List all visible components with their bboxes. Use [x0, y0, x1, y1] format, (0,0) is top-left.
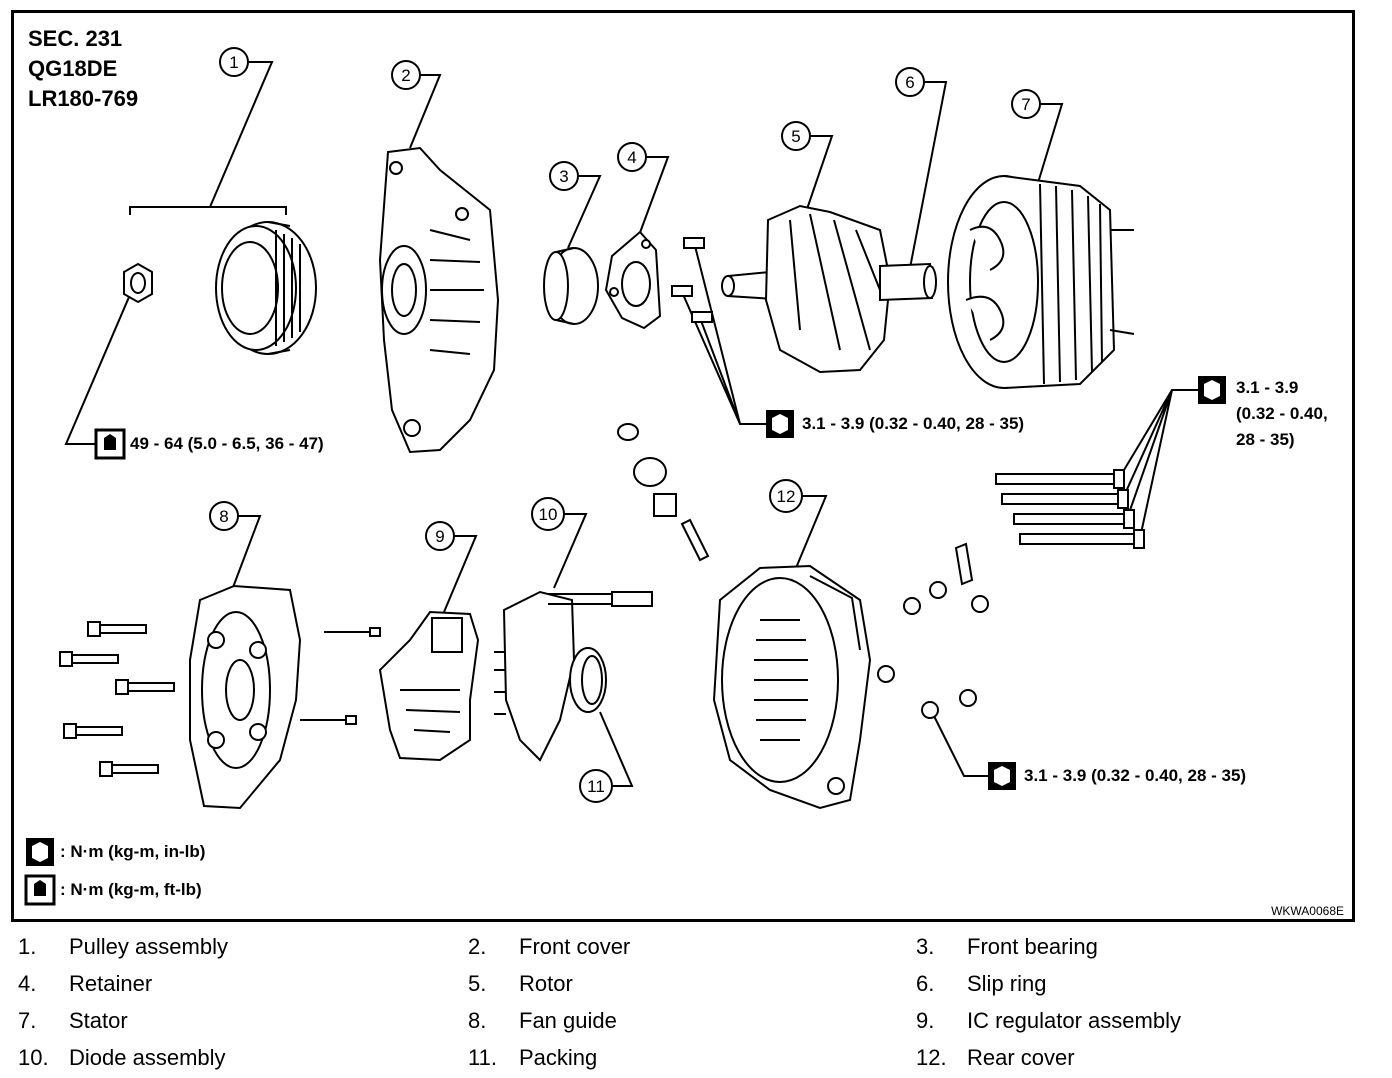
callout-label-12: 12: [777, 487, 796, 506]
brush-parts: [617, 423, 710, 562]
callout-12: [769, 479, 803, 513]
callout-label-6: 6: [905, 73, 914, 92]
leader-bolts-torque: [1117, 389, 1198, 539]
fan-guide: [189, 584, 302, 810]
regulator-rivets: [300, 627, 381, 725]
torque-icon-bolts: [1198, 376, 1226, 404]
torque-icon-screws: [766, 410, 794, 438]
legend-in-lb: : N·m (kg-m, in-lb): [60, 842, 206, 861]
torque-bolts-line1: 3.1 - 3.9: [1236, 378, 1299, 397]
torque-screws: 3.1 - 3.9 (0.32 - 0.40, 28 - 35): [802, 414, 1025, 433]
leader-6: [909, 81, 948, 269]
leader-nut-torque: [64, 289, 133, 445]
callout-7: [1011, 89, 1041, 119]
torque-icon-rear-nuts: [988, 762, 1016, 790]
torque-icon-nut: [94, 428, 126, 460]
callout-10: [531, 497, 565, 531]
callout-label-9: 9: [435, 527, 444, 546]
callout-label-10: 10: [539, 505, 558, 524]
retainer-screws: [671, 237, 713, 323]
pulley-assembly: [215, 221, 317, 355]
leader-4: [637, 156, 670, 239]
rotor: [721, 204, 937, 374]
callout-label-4: 4: [627, 148, 636, 167]
callout-6: [895, 67, 925, 97]
front-bearing: [543, 247, 599, 325]
alternator-model: LR180-769: [28, 86, 139, 111]
diode-assembly: [494, 590, 653, 762]
torque-rear-nuts: 3.1 - 3.9 (0.32 - 0.40, 28 - 35): [1024, 766, 1247, 785]
leader-7: [1033, 103, 1064, 197]
leader-9: [443, 535, 478, 613]
leader-10: [553, 513, 588, 589]
callout-9: [425, 521, 455, 551]
leader-rear-torque: [931, 711, 988, 777]
ic-regulator-assembly: [378, 610, 480, 762]
stator: [947, 175, 1135, 389]
callout-11: [579, 769, 613, 803]
section-number: SEC. 231: [28, 26, 123, 51]
leader-screws-torque: [681, 241, 766, 425]
callout-3: [549, 161, 579, 191]
torque-icon-in-lb-legend: [26, 838, 54, 866]
front-cover: [378, 146, 500, 454]
rear-cover-nuts: [877, 542, 989, 719]
callout-label-11: 11: [587, 777, 605, 796]
callout-label-7: 7: [1021, 95, 1030, 114]
torque-icon-ft-lb-legend: [24, 874, 56, 906]
callout-label-3: 3: [559, 167, 568, 186]
callout-5: [781, 121, 811, 151]
torque-bolts-line2: (0.32 - 0.40,: [1236, 404, 1328, 423]
callout-label-8: 8: [219, 507, 228, 526]
retainer: [604, 230, 662, 330]
callout-4: [617, 142, 647, 172]
figure-code: WKWA0068E: [1271, 904, 1344, 918]
rear-cover: [712, 564, 872, 810]
engine-code: QG18DE: [28, 56, 118, 81]
torque-nut: 49 - 64 (5.0 - 6.5, 36 - 47): [130, 434, 324, 453]
packing: [569, 647, 607, 713]
leader-12: [795, 495, 828, 569]
callout-1: [219, 47, 249, 77]
callout-label-5: 5: [791, 127, 800, 146]
leader-11: [599, 711, 634, 787]
leader-1: [129, 61, 287, 215]
leader-5: [805, 135, 834, 213]
legend-ft-lb: : N·m (kg-m, ft-lb): [60, 880, 202, 899]
leader-8: [231, 515, 262, 591]
torque-bolts-line3: 28 - 35): [1236, 430, 1295, 449]
leader-3: [567, 175, 602, 249]
fan-guide-bolts: [59, 621, 175, 777]
callout-label-2: 2: [401, 66, 410, 85]
callout-8: [209, 501, 239, 531]
through-bolts: [995, 469, 1145, 549]
pulley-nut: [123, 262, 153, 304]
callout-2: [391, 60, 421, 90]
leader-2: [409, 74, 442, 149]
callout-label-1: 1: [229, 53, 238, 72]
